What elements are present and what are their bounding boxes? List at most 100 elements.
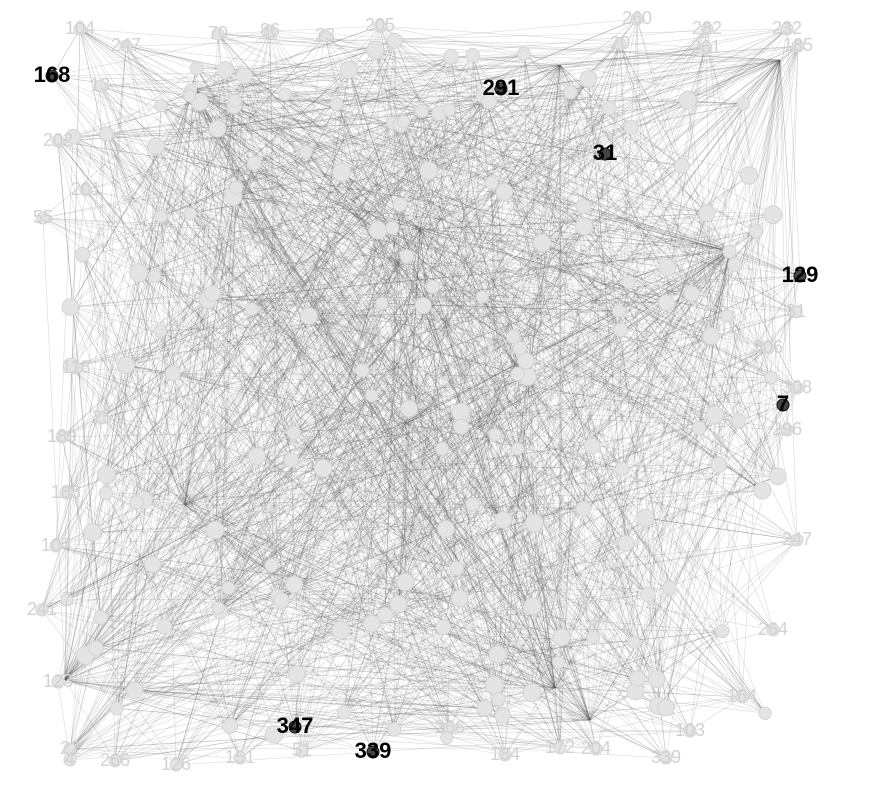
edge bbox=[184, 286, 434, 506]
edge bbox=[419, 170, 430, 231]
edge bbox=[160, 105, 591, 721]
highlighted-node-129[interactable]: 129 bbox=[782, 262, 819, 287]
node-label-text: 104 bbox=[65, 18, 95, 38]
edge bbox=[214, 530, 303, 752]
edge bbox=[589, 282, 630, 721]
edge bbox=[134, 690, 485, 709]
graph-node bbox=[453, 418, 470, 435]
edge bbox=[101, 417, 636, 692]
edge bbox=[446, 311, 797, 739]
edge bbox=[472, 55, 585, 227]
edge bbox=[343, 249, 731, 713]
edge bbox=[214, 229, 421, 531]
edge bbox=[143, 163, 255, 501]
edge bbox=[583, 28, 788, 207]
edge bbox=[69, 108, 610, 761]
edge bbox=[95, 647, 556, 689]
edge bbox=[184, 504, 221, 612]
edge bbox=[70, 365, 86, 656]
highlighted-node-168[interactable]: 168 bbox=[34, 62, 71, 87]
edge bbox=[392, 95, 485, 229]
edge bbox=[658, 335, 712, 707]
edge bbox=[57, 360, 527, 683]
edge bbox=[341, 122, 394, 173]
edge bbox=[362, 370, 374, 753]
edge bbox=[381, 109, 450, 304]
edge bbox=[531, 242, 543, 693]
edge bbox=[721, 214, 774, 632]
edge bbox=[70, 215, 162, 308]
edge bbox=[229, 230, 379, 726]
edge bbox=[525, 360, 594, 638]
node-marker[interactable] bbox=[793, 269, 807, 283]
edge bbox=[143, 499, 743, 698]
graph-node bbox=[246, 155, 262, 171]
edge bbox=[525, 360, 774, 631]
edge bbox=[706, 28, 798, 541]
edge bbox=[136, 146, 157, 503]
highlighted-node-339[interactable]: 339 bbox=[355, 738, 392, 763]
edge bbox=[269, 30, 657, 680]
node-marker[interactable] bbox=[494, 82, 508, 96]
highlighted-node-291[interactable]: 291 bbox=[483, 75, 520, 100]
graph-node bbox=[108, 754, 122, 768]
edge bbox=[498, 45, 799, 700]
edge bbox=[399, 204, 766, 714]
edge bbox=[491, 182, 707, 214]
node-marker[interactable] bbox=[288, 720, 302, 734]
edge bbox=[105, 95, 485, 494]
edge bbox=[99, 85, 162, 217]
highlighted-node-7[interactable]: 7 bbox=[776, 391, 790, 416]
edge bbox=[105, 78, 589, 494]
edge bbox=[340, 251, 730, 631]
edge bbox=[419, 229, 447, 529]
node-marker[interactable] bbox=[366, 745, 380, 759]
edge bbox=[233, 196, 668, 268]
edge bbox=[230, 685, 495, 727]
edge bbox=[451, 53, 525, 57]
edge bbox=[343, 448, 443, 713]
node-marker[interactable] bbox=[45, 69, 59, 83]
graph-node bbox=[614, 461, 630, 476]
edge bbox=[194, 30, 271, 91]
highlighted-node-31[interactable]: 31 bbox=[593, 140, 617, 165]
edge bbox=[64, 121, 404, 681]
edge bbox=[190, 90, 667, 759]
edge bbox=[384, 347, 520, 616]
edge bbox=[64, 429, 788, 681]
edge bbox=[294, 584, 372, 624]
edge bbox=[190, 213, 591, 721]
edge bbox=[281, 347, 520, 601]
edge bbox=[99, 85, 556, 689]
edge bbox=[583, 404, 784, 509]
edge bbox=[728, 59, 781, 252]
edge bbox=[277, 448, 518, 596]
edge bbox=[714, 59, 781, 416]
node-label: 291 bbox=[483, 75, 520, 100]
edge bbox=[621, 59, 781, 469]
edge bbox=[189, 95, 731, 251]
edge bbox=[251, 229, 379, 310]
node-marker[interactable] bbox=[776, 398, 790, 412]
edge bbox=[512, 329, 621, 337]
graph-node bbox=[264, 725, 284, 744]
edge bbox=[196, 68, 556, 689]
node-marker[interactable] bbox=[598, 147, 612, 161]
highlighted-node-347[interactable]: 347 bbox=[277, 713, 314, 738]
graph-node bbox=[763, 205, 783, 225]
edge bbox=[488, 101, 649, 595]
edge bbox=[554, 587, 670, 689]
edge bbox=[294, 584, 667, 759]
graph-node bbox=[147, 137, 165, 156]
edge bbox=[324, 35, 585, 227]
edge bbox=[561, 153, 606, 638]
edge bbox=[125, 95, 190, 366]
edge bbox=[234, 100, 294, 433]
edge bbox=[399, 204, 498, 655]
graph-node bbox=[227, 93, 242, 108]
edge bbox=[398, 604, 486, 709]
edge bbox=[322, 175, 750, 469]
edge bbox=[381, 88, 502, 304]
edge bbox=[403, 45, 799, 122]
edge bbox=[114, 456, 258, 762]
